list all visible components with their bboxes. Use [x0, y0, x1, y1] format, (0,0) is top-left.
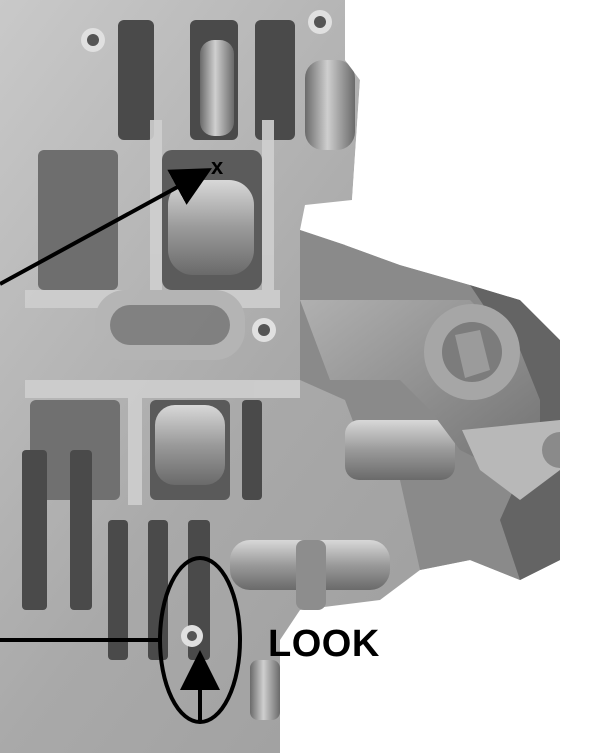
manual-valve-lever	[300, 300, 578, 500]
x-marker-label: x	[211, 154, 224, 179]
shadow-region	[345, 0, 605, 753]
pointer-arrow-to-x	[0, 168, 213, 286]
look-callout-label: LOOK	[268, 623, 380, 665]
annotation-overlays	[0, 168, 242, 724]
bolt-holes	[81, 10, 332, 647]
casting-ribs	[25, 120, 300, 505]
